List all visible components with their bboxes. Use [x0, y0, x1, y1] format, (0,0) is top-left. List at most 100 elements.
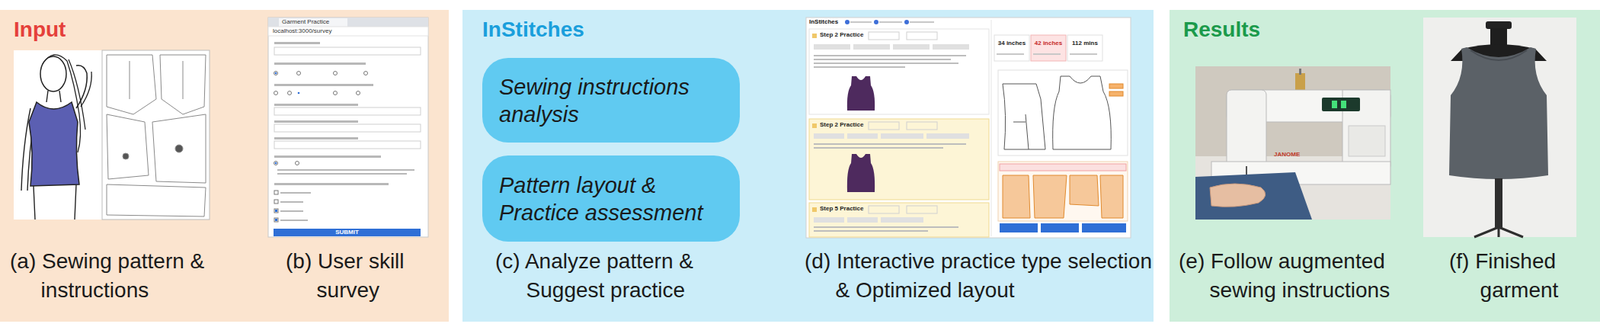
stat-value: 112 mins [1067, 39, 1103, 48]
url-text: localhost:3000/survey [272, 27, 332, 36]
survey-screenshot-part-part [277, 172, 407, 175]
survey-screenshot-part-part [333, 91, 338, 96]
tool-screenshot-part-part [926, 133, 970, 139]
survey-screenshot-part-part [277, 169, 415, 171]
tool-screenshot-part-part [813, 44, 851, 50]
figure-caption: (c) Analyze pattern & Suggest practice [495, 246, 771, 305]
tool-screenshot-part [1067, 35, 1103, 61]
woman-sketch-part [33, 184, 77, 220]
figure-caption: (f) Finished garment [1449, 246, 1600, 305]
tool-screenshot-part-part [880, 217, 924, 223]
garment-photo-part [1494, 178, 1503, 229]
survey-screenshot-part [268, 17, 429, 27]
button-text: SUBMIT [273, 228, 421, 237]
tool-screenshot-part-part [1069, 175, 1099, 206]
pattern-sheet-part [160, 54, 206, 115]
tool-screenshot-part-part [932, 44, 970, 50]
sewing-photo-part [1211, 161, 1391, 185]
woman-sketch-part [21, 108, 36, 191]
sewing-photo-part [1195, 156, 1391, 220]
tool-screenshot-part [847, 153, 875, 192]
figure-caption: (a) Sewing pattern & instructions [9, 246, 270, 305]
survey-screenshot-part [274, 71, 368, 223]
survey-screenshot-part-part [274, 137, 359, 140]
tool-screenshot-part [813, 44, 970, 223]
tool-screenshot-part [844, 19, 909, 25]
sewing-photo-part [1295, 73, 1306, 90]
garment-photo-part [1490, 28, 1508, 48]
tool-screenshot-part-part [1002, 83, 1046, 150]
survey-screenshot-part-part [275, 72, 278, 75]
sewing-photo-part [1195, 66, 1391, 220]
tool-screenshot-part [809, 202, 989, 237]
survey-screenshot-part-part [274, 155, 381, 158]
figure-caption: (b) User skill survey [285, 246, 470, 305]
tool-screenshot-part-part [812, 207, 817, 212]
survey-screenshot-part-part [280, 192, 311, 194]
garment-photo-part [1485, 21, 1512, 29]
tool-screenshot-part-part [909, 21, 935, 23]
sewing-photo-part [1226, 89, 1391, 122]
sewing-photo-part [1331, 100, 1347, 109]
survey-screenshot-part-part [274, 120, 359, 123]
step-title: Step 2 Practice [819, 31, 864, 39]
survey-screenshot-part-part [333, 71, 338, 76]
tool-screenshot-part [806, 17, 1131, 238]
tool-screenshot-part [1109, 83, 1124, 96]
pattern-sheet-part [106, 184, 206, 217]
method-panel: InStitchesSewing instructions analysisPa… [462, 9, 1154, 322]
app-title: InStitches [809, 18, 839, 26]
tool-screenshot-part-part [1100, 175, 1124, 218]
tool-screenshot-part [847, 76, 875, 111]
tool-screenshot-part-part [813, 54, 967, 57]
figure-caption: (e) Follow augmented sewing instructions [1178, 246, 1439, 305]
tool-screenshot-part-part [1002, 175, 1031, 218]
tool-screenshot-part-part [847, 133, 878, 139]
tool-screenshot-part-part [850, 21, 872, 23]
survey-screenshot-part-part [274, 161, 279, 166]
garment-photo-part [1470, 50, 1527, 61]
woman-sketch-part [40, 56, 67, 92]
survey-screenshot-part-part [274, 208, 279, 213]
tool-screenshot-part-part [1052, 76, 1112, 150]
pattern-sheet-part [175, 144, 183, 153]
tool-screenshot-part [812, 33, 817, 212]
survey-screenshot [268, 17, 429, 237]
sewing-photo-part [1209, 183, 1266, 207]
step-title: Step 2 Practice [819, 121, 864, 129]
sewing-photo-part-part [1331, 100, 1338, 109]
panel-title: Input [13, 17, 66, 42]
survey-screenshot-part [268, 17, 429, 237]
stat-value: 34 inches [994, 39, 1030, 48]
survey-screenshot-part-part [280, 219, 308, 221]
sewing-photo-part [1348, 125, 1386, 157]
survey-screenshot-part-part [274, 47, 421, 55]
pattern-sheet-part [182, 60, 184, 100]
survey-screenshot-part-part [275, 209, 278, 212]
survey-screenshot-part [274, 41, 415, 221]
survey-screenshot-part [274, 47, 421, 149]
tool-screenshot-part-part [1081, 223, 1127, 233]
survey-screenshot-part-part [297, 71, 301, 76]
woman-sketch [13, 50, 103, 220]
step-label: Sewing instructions analysis [499, 73, 725, 128]
tool-screenshot-part-part [813, 62, 959, 64]
sewing-photo [1195, 66, 1391, 220]
survey-screenshot-part-part [274, 62, 366, 65]
woman-sketch-part [42, 54, 86, 153]
survey-screenshot-part-part [356, 91, 361, 96]
tool-screenshot-part [1002, 175, 1124, 218]
tool-screenshot-part-part [813, 133, 845, 139]
tool-screenshot-part [906, 121, 938, 130]
sewing-photo-part [1245, 166, 1248, 177]
tool-screenshot-part [868, 205, 900, 214]
tool-screenshot-part-part [813, 226, 959, 228]
survey-screenshot-part-part [274, 190, 279, 195]
woman-sketch-part [80, 71, 92, 107]
tool-screenshot-part-part [813, 217, 845, 223]
survey-screenshot-part-part [274, 41, 320, 45]
tool-screenshot-part-part [904, 19, 909, 25]
sewing-photo-part [1299, 68, 1302, 75]
